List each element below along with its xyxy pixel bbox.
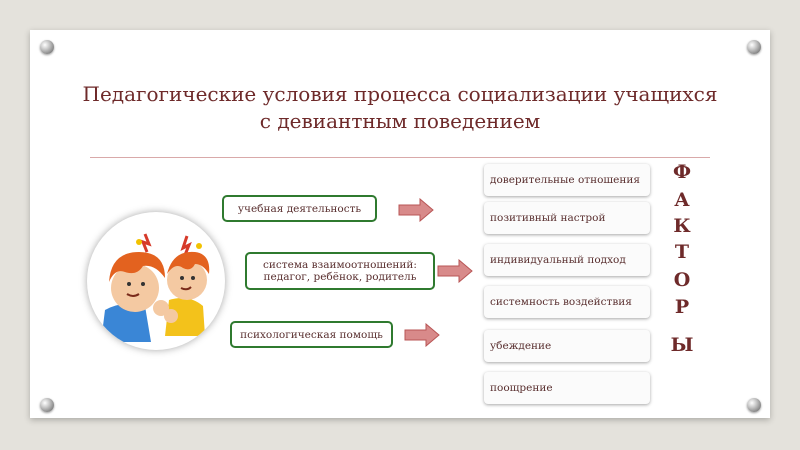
factor-label: поощрение — [490, 382, 553, 394]
arrow-right-icon — [404, 323, 440, 347]
vertical-heading-letter: Ы — [670, 334, 694, 356]
pin-bottom-left-icon — [40, 398, 54, 412]
vertical-heading-letter: Р — [674, 296, 690, 318]
vertical-heading-letter: Ф — [672, 161, 692, 183]
illustration-frame — [87, 212, 225, 350]
factor-box: системность воздействия — [484, 286, 650, 318]
vertical-heading-letter: О — [673, 269, 691, 291]
condition-label-relationships-1: система взаимоотношений: — [263, 259, 417, 271]
condition-label-learning: учебная деятельность — [237, 202, 362, 215]
title-line-1: Педагогические условия процесса социализ… — [82, 82, 718, 106]
slide-title: Педагогические условия процесса социализ… — [60, 81, 740, 135]
factor-label: доверительные отношения — [490, 174, 640, 186]
vertical-heading-letter: А — [674, 189, 690, 211]
pin-bottom-right-icon — [747, 398, 761, 412]
condition-label-psychological: психологическая помощь — [240, 328, 383, 341]
factor-label: индивидуальный подход — [490, 254, 626, 266]
factor-box: поощрение — [484, 372, 650, 404]
factor-box: убеждение — [484, 330, 650, 362]
condition-label-relationships-2: педагог, ребёнок, родитель — [263, 271, 417, 283]
title-line-2: с девиантным поведением — [259, 109, 541, 133]
condition-box-relationships: система взаимоотношений: педагог, ребёно… — [245, 252, 435, 290]
factor-label: убеждение — [490, 340, 552, 352]
arrow-right-icon — [398, 198, 434, 222]
factor-label: системность воздействия — [490, 296, 632, 308]
arrow-right-icon — [437, 259, 473, 283]
pin-top-left-icon — [40, 40, 54, 54]
factor-box: индивидуальный подход — [484, 244, 650, 276]
condition-box-psychological: психологическая помощь — [230, 321, 393, 348]
vertical-heading-letter: Т — [674, 241, 690, 263]
title-divider — [90, 157, 710, 158]
factor-box: позитивный настрой — [484, 202, 650, 234]
factor-box: доверительные отношения — [484, 164, 650, 196]
condition-box-learning: учебная деятельность — [222, 195, 377, 222]
pin-top-right-icon — [747, 40, 761, 54]
fighting-children-illustration — [101, 233, 210, 342]
vertical-heading-letter: К — [673, 215, 691, 237]
factor-label: позитивный настрой — [490, 212, 606, 224]
